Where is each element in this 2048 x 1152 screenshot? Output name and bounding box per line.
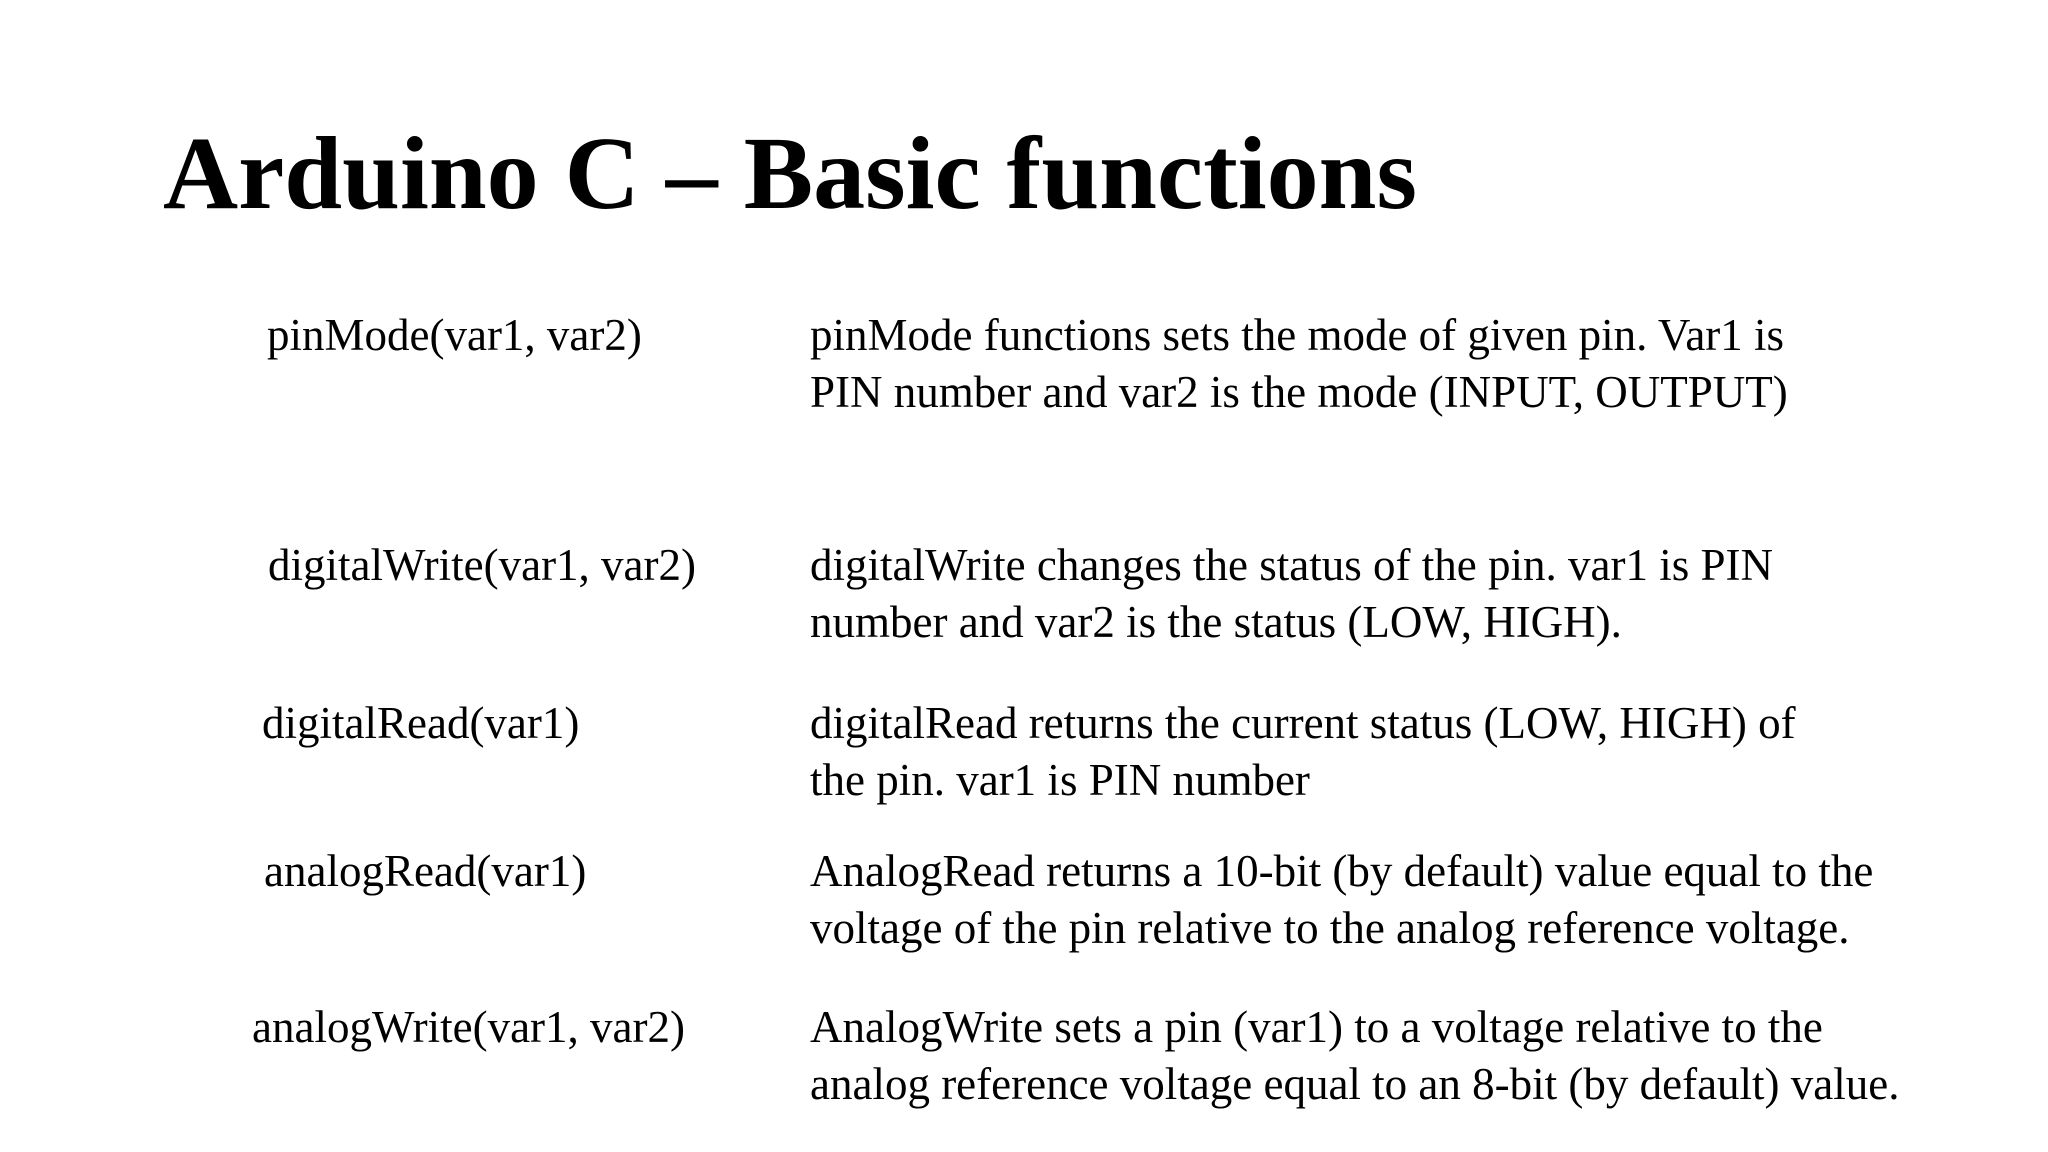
function-description-pinmode: pinMode functions sets the mode of given… [810, 310, 1788, 417]
function-signature-analogwrite: analogWrite(var1, var2) [252, 1002, 685, 1052]
function-signature-analogread: analogRead(var1) [264, 846, 587, 896]
function-signature-digitalwrite: digitalWrite(var1, var2) [268, 540, 697, 590]
function-description-digitalread: digitalRead returns the current status (… [810, 698, 1796, 805]
function-description-analogread: AnalogRead returns a 10-bit (by default)… [810, 846, 1874, 953]
function-signature-digitalread: digitalRead(var1) [262, 698, 580, 748]
slide-title: Arduino C – Basic functions [163, 116, 1417, 231]
function-description-digitalwrite: digitalWrite changes the status of the p… [810, 540, 1773, 647]
function-signature-pinmode: pinMode(var1, var2) [267, 310, 642, 360]
function-description-analogwrite: AnalogWrite sets a pin (var1) to a volta… [810, 1002, 1900, 1109]
